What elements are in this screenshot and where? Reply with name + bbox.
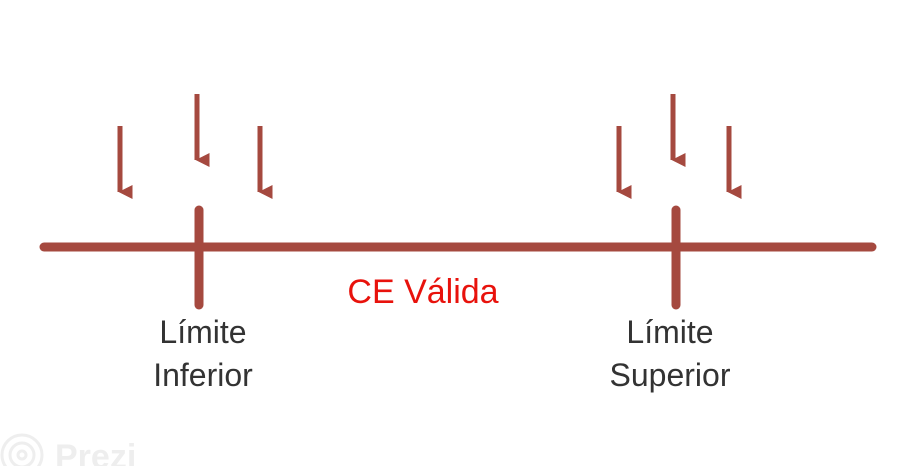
lower-limit-label-line2: Inferior	[153, 357, 253, 393]
lower-limit-label: Límite Inferior	[153, 314, 253, 393]
valid-class-label: CE Válida	[347, 273, 498, 311]
watermark-text: Prezi	[55, 438, 136, 466]
lower-limit-arrows	[117, 94, 273, 199]
upper-limit-label-line2: Superior	[610, 357, 731, 393]
lower-limit-label-line1: Límite	[159, 314, 246, 350]
prezi-watermark: Prezi	[0, 433, 136, 466]
prezi-logo-icon	[0, 433, 44, 466]
upper-limit-label-line1: Límite	[626, 314, 713, 350]
upper-limit-label: Límite Superior	[610, 314, 731, 393]
upper-limit-arrows	[616, 94, 742, 199]
